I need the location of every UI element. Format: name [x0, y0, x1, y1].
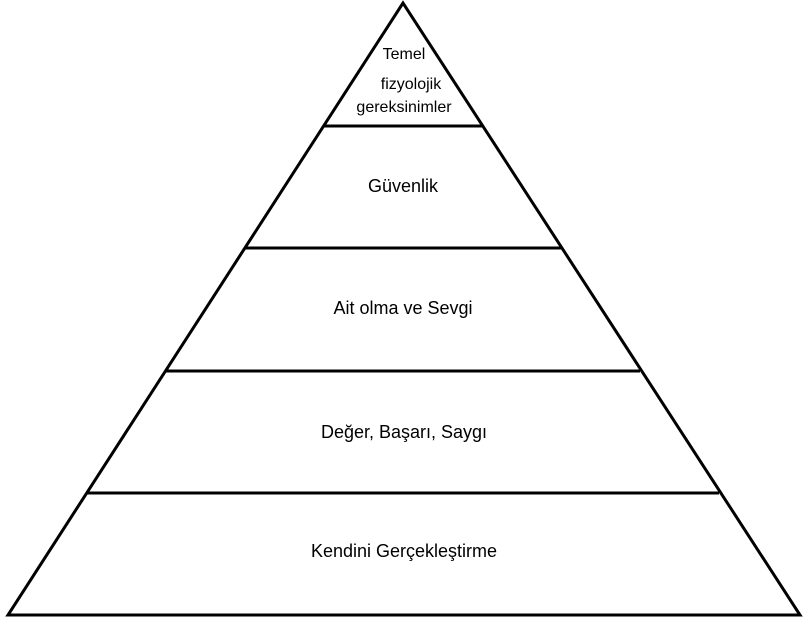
label-line: Temel [382, 46, 426, 63]
label-line: fizyolojik [380, 76, 442, 93]
level-label-belonging: Ait olma ve Sevgi [333, 298, 473, 318]
level-label-physiological: Temel fizyolojik gereksinimler [356, 43, 451, 119]
level-label-esteem: Değer, Başarı, Saygı [320, 422, 488, 442]
label-line: gereksinimler [356, 99, 452, 116]
pyramid-outline [5, 0, 803, 617]
level-label-self-actualization: Kendini Gerçekleştirme [310, 541, 498, 561]
level-label-safety: Güvenlik [367, 176, 439, 196]
